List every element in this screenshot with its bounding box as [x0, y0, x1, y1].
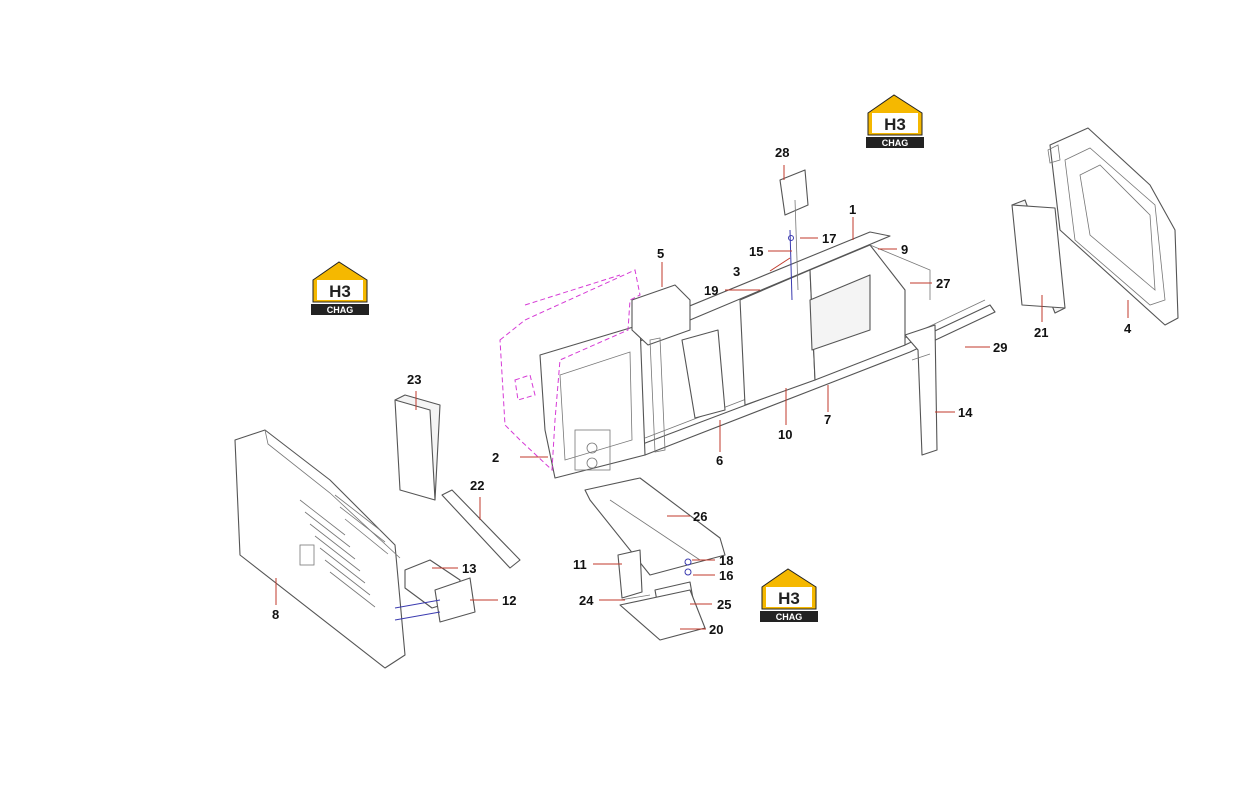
label-part-11: 11: [573, 557, 587, 572]
part-12-bracket: [394, 577, 476, 623]
label-part-12: 12: [502, 593, 516, 608]
logo-watermark-left: H3 CHAG: [311, 261, 369, 315]
logo-mark-text: H3: [329, 282, 351, 301]
hidden-part-outline: [499, 269, 641, 472]
label-part-23: 23: [407, 372, 421, 387]
label-part-21: 21: [1034, 325, 1048, 340]
label-part-27: 27: [936, 276, 950, 291]
label-part-15: 15: [749, 244, 763, 259]
part-26-cover: [584, 477, 726, 576]
label-part-20: 20: [709, 622, 723, 637]
logo-word-text: CHAG: [882, 138, 909, 148]
logo-watermark-top: H3 CHAG: [866, 94, 924, 148]
leader-lines: [275, 165, 1129, 630]
logo-mark-text: H3: [884, 115, 906, 134]
label-part-2: 2: [492, 450, 499, 465]
grille-slots: [299, 494, 389, 608]
label-part-28: 28: [775, 145, 789, 160]
label-part-24: 24: [579, 593, 594, 608]
label-part-6: 6: [716, 453, 723, 468]
label-part-10: 10: [778, 427, 792, 442]
label-part-3: 3: [733, 264, 740, 279]
label-part-26: 26: [693, 509, 707, 524]
logo-word-text: CHAG: [776, 612, 803, 622]
part-4-rear-door: [1047, 127, 1179, 326]
label-part-13: 13: [462, 561, 476, 576]
label-part-7: 7: [824, 412, 831, 427]
part-labels: 1 2 3 4 5 6 7 8 9 10 11 12 13 14 15 16 1…: [272, 145, 1132, 637]
part-11-24-bracket: [617, 549, 651, 601]
label-part-14: 14: [958, 405, 973, 420]
label-part-1: 1: [849, 202, 856, 217]
label-part-29: 29: [993, 340, 1007, 355]
label-part-4: 4: [1124, 321, 1132, 336]
label-part-19: 19: [704, 283, 718, 298]
part-22-strip: [441, 489, 521, 569]
part-21-panel: [1011, 199, 1066, 314]
logo-word-text: CHAG: [327, 305, 354, 315]
label-part-9: 9: [901, 242, 908, 257]
label-part-22: 22: [470, 478, 484, 493]
part-20-base-plate: [619, 589, 706, 641]
label-part-16: 16: [719, 568, 733, 583]
part-23-panel: [394, 394, 441, 501]
label-part-25: 25: [717, 597, 731, 612]
main-frame: [539, 169, 996, 479]
label-part-18: 18: [719, 553, 733, 568]
logo-mark-text: H3: [778, 589, 800, 608]
label-part-5: 5: [657, 246, 664, 261]
part-8-front-grille-door: [234, 429, 406, 669]
label-part-8: 8: [272, 607, 279, 622]
label-part-17: 17: [822, 231, 836, 246]
logo-watermark-bottom: H3 CHAG: [760, 568, 818, 622]
